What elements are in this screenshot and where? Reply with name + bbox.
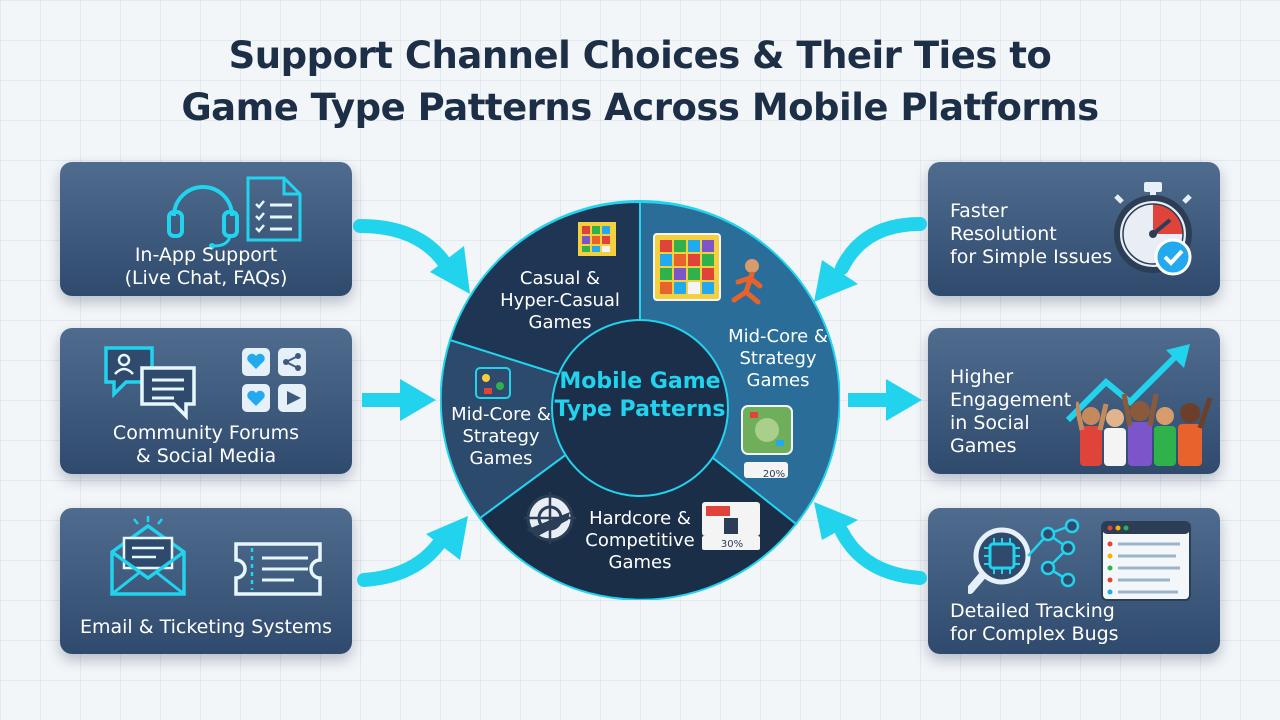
esports-screen-icon [702, 502, 760, 550]
puzzle-board-icon [578, 222, 616, 256]
outcome-card-tracking: Detailed Tracking for Complex Bugs [928, 508, 1220, 654]
segment-label-midcore-right: Mid-Core & Strategy Games [728, 326, 828, 391]
social-grid-icon [242, 348, 306, 412]
outcome-card-faster-resolution: Faster Resolutiont for Simple Issues [928, 162, 1220, 296]
arrow-email-to-wheel [357, 516, 468, 587]
checklist-document-icon [246, 176, 302, 242]
channel-label-email: Email & Ticketing Systems [80, 616, 332, 638]
midcore-badge: 20% [762, 469, 786, 480]
strategy-map-icon [741, 405, 793, 478]
channel-label-in-app: In-App Support (Live Chat, FAQs) [124, 244, 288, 289]
chat-bubbles-icon [104, 346, 196, 421]
hardcore-badge: 30% [720, 539, 744, 550]
channel-label-community: Community Forums & Social Media [112, 422, 300, 467]
magnifier-chip-icon [968, 518, 1080, 594]
check-badge-icon [1154, 238, 1192, 276]
headset-icon [167, 185, 239, 249]
arrow-faster-to-wheel [814, 217, 927, 302]
bug-report-window-icon [1101, 521, 1191, 601]
ticket-icon [234, 542, 322, 596]
wheel-hub [551, 319, 729, 497]
segment-label-hardcore: Hardcore & Competitive Games [585, 508, 695, 573]
wheel-center-label: Mobile Game Type Patterns [554, 369, 726, 422]
match-board-icon [653, 233, 721, 301]
arrow-community-to-wheel [362, 379, 436, 421]
outcome-label-tracking: Detailed Tracking for Complex Bugs [950, 600, 1119, 645]
mini-game-icon [475, 367, 511, 399]
game-type-wheel [440, 200, 840, 600]
envelope-icon [110, 516, 186, 596]
title-line-2: Game Type Patterns Across Mobile Platfor… [181, 86, 1099, 129]
segment-label-midcore-left: Mid-Core & Strategy Games [451, 404, 551, 469]
outcome-label-engagement: Higher Engagement in Social Games [950, 366, 1072, 457]
growth-arrow-icon [1065, 344, 1190, 423]
page-title: Support Channel Choices & Their Ties to … [0, 30, 1280, 134]
arrow-in-app-to-wheel [353, 219, 470, 294]
arrow-wheel-to-engagement [848, 379, 922, 421]
runner-icon [731, 259, 763, 305]
arrow-tracking-to-wheel [814, 502, 927, 585]
title-line-1: Support Channel Choices & Their Ties to [228, 34, 1052, 77]
channel-card-email: Email & Ticketing Systems [60, 508, 352, 654]
channel-card-in-app: In-App Support (Live Chat, FAQs) [60, 162, 352, 296]
crosshair-icon [524, 492, 576, 544]
channel-card-community: Community Forums & Social Media [60, 328, 352, 474]
cheering-crowd-icon [1076, 393, 1213, 466]
outcome-label-faster: Faster Resolutiont for Simple Issues [950, 200, 1113, 268]
outcome-card-engagement: Higher Engagement in Social Games [928, 328, 1220, 474]
segment-label-casual: Casual & Hyper-Casual Games [500, 268, 620, 333]
